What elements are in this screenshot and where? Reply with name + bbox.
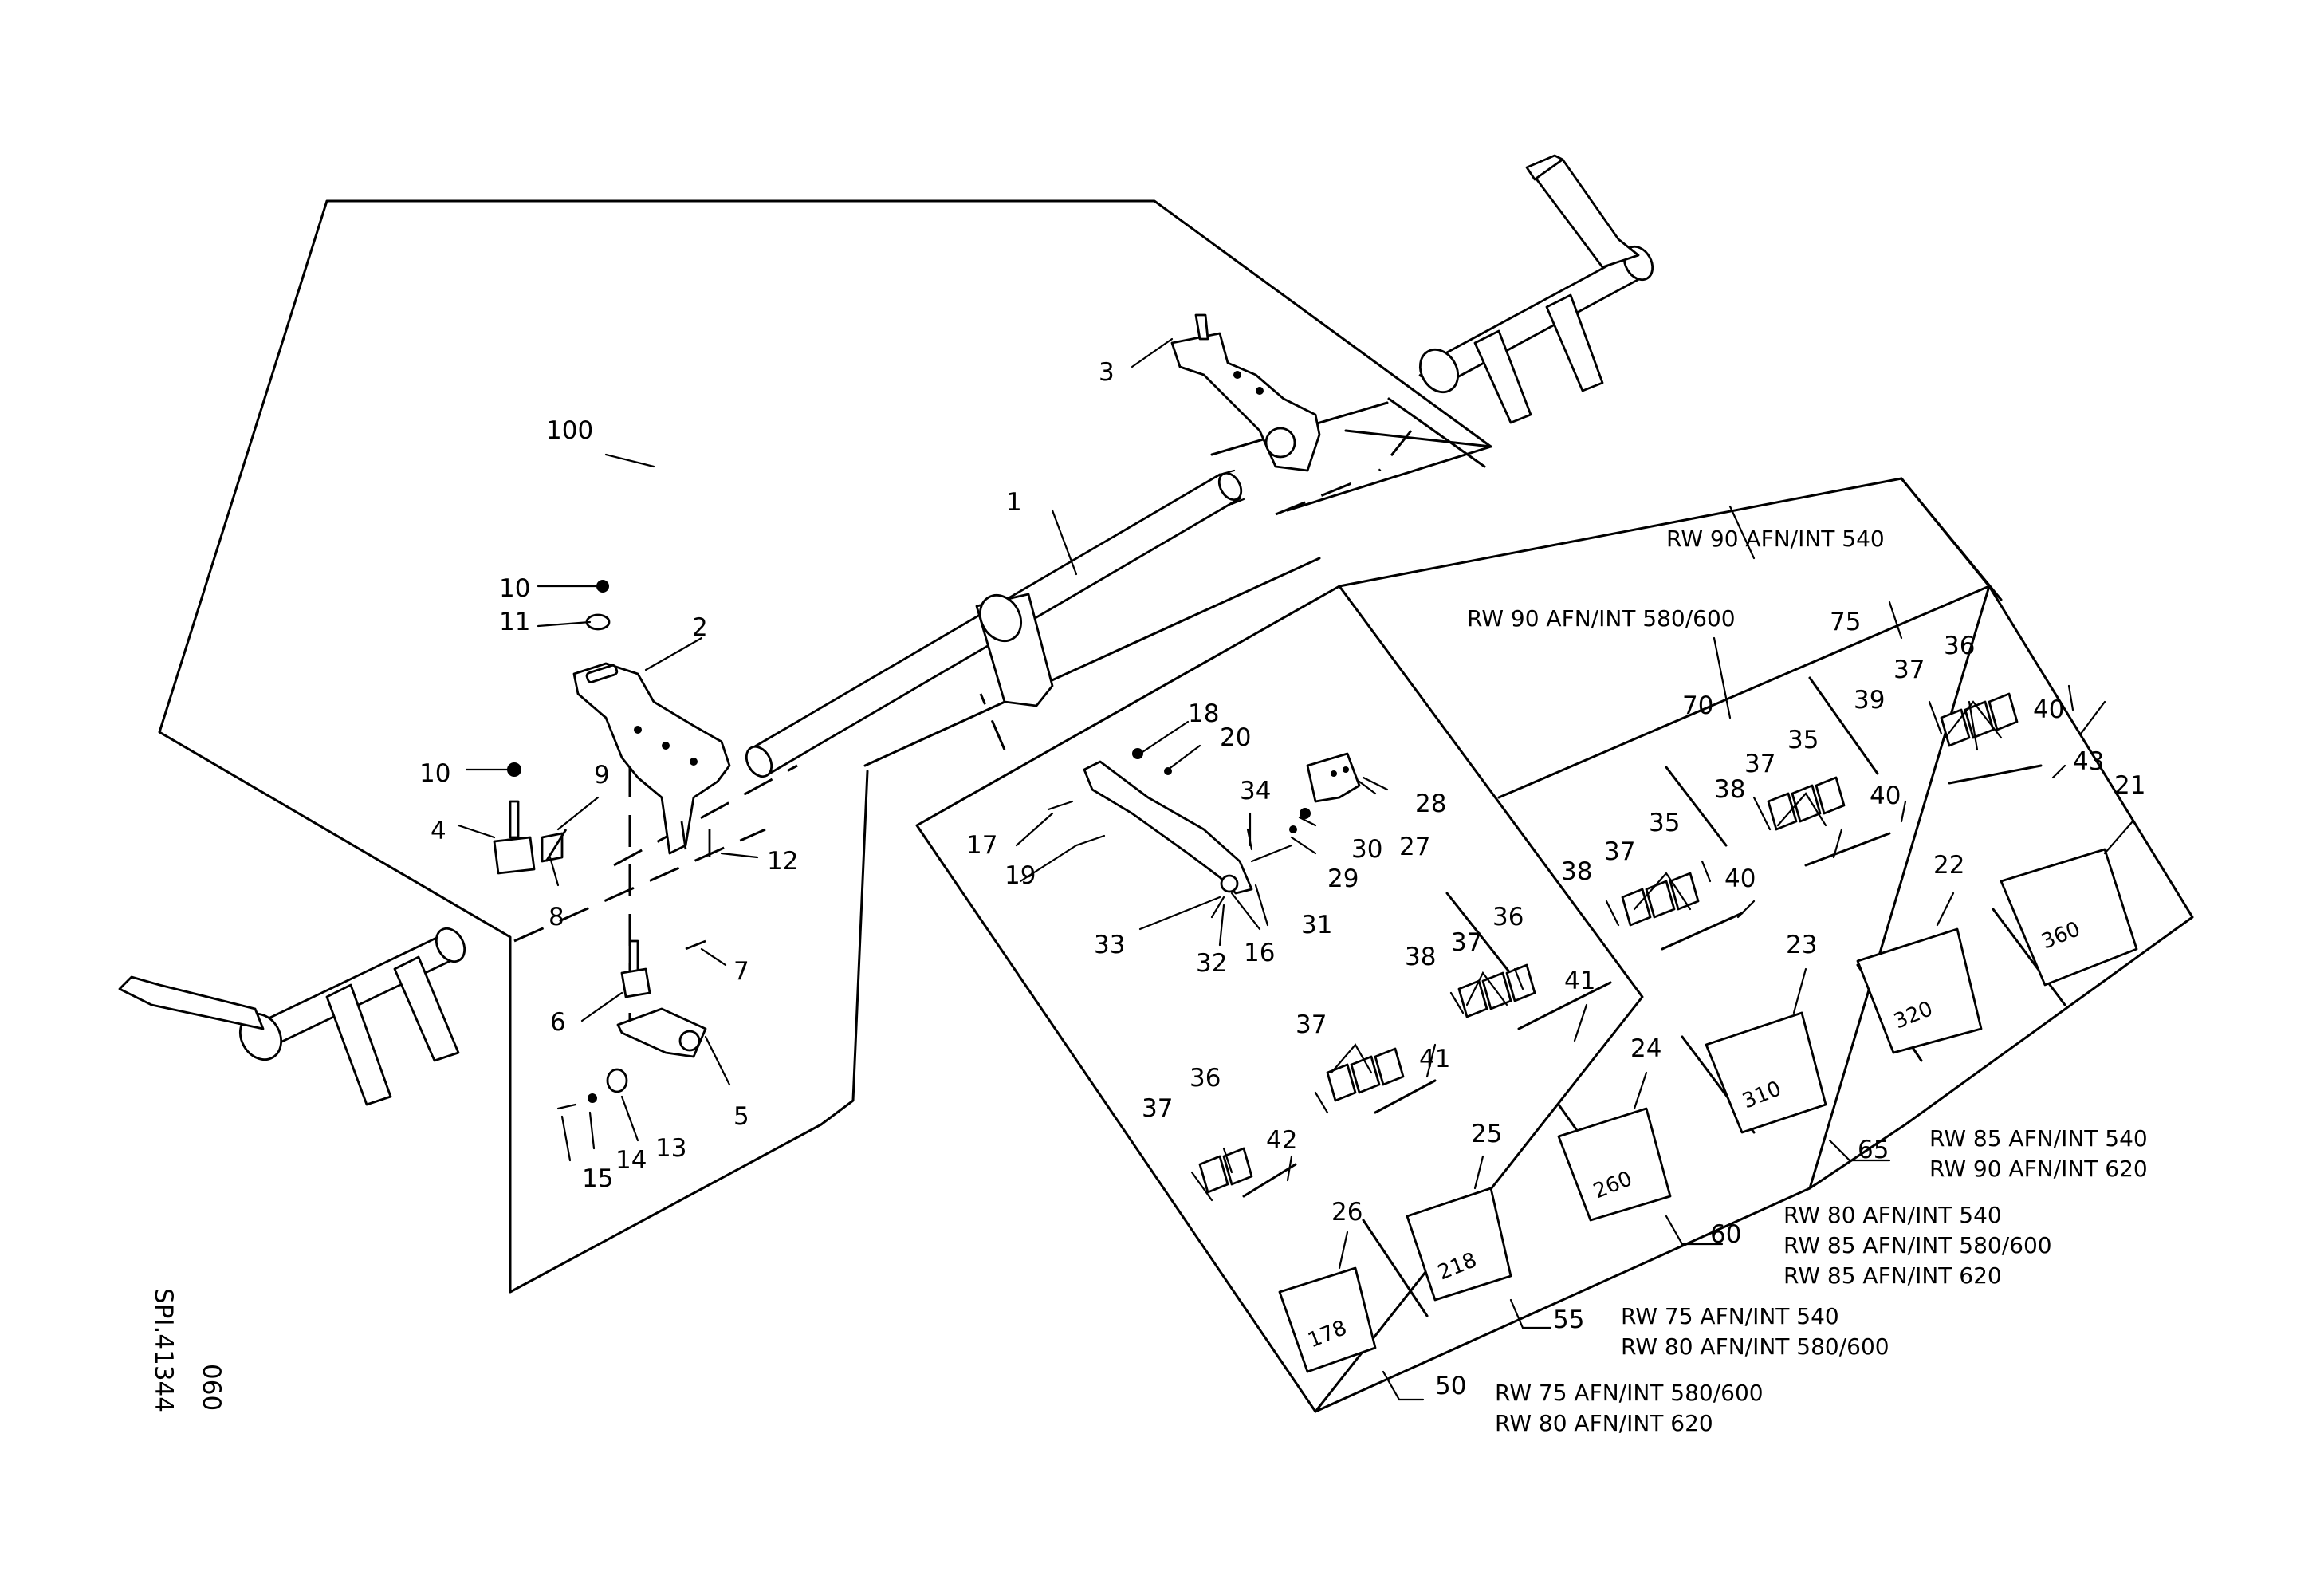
callout-22: 22 xyxy=(1933,851,1964,880)
callout-9: 9 xyxy=(594,761,610,790)
crank-arm-left xyxy=(118,927,466,1106)
callout-27: 27 xyxy=(1399,833,1430,861)
callout-60: 60 xyxy=(1710,1220,1741,1249)
callout-10-top: 10 xyxy=(499,574,530,603)
callout-40-b: 40 xyxy=(1870,782,1901,810)
callout-33: 33 xyxy=(1094,931,1125,959)
variant-60-line1: RW 80 AFN/INT 540 xyxy=(1783,1202,2002,1228)
callout-41-a: 41 xyxy=(1564,967,1595,995)
callout-65: 65 xyxy=(1858,1136,1889,1164)
callout-70: 70 xyxy=(1682,691,1713,720)
callout-12: 12 xyxy=(767,847,798,876)
callout-6: 6 xyxy=(550,1008,566,1037)
drawing-reference: SPI.41344 060 xyxy=(149,1288,226,1412)
linkage-16 xyxy=(1047,748,1361,919)
variant-55-line1: RW 75 AFN/INT 540 xyxy=(1621,1303,1839,1329)
callout-37-d: 37 xyxy=(1451,928,1482,957)
callout-16: 16 xyxy=(1244,939,1275,967)
callout-24: 24 xyxy=(1630,1034,1661,1063)
variant-frames xyxy=(915,585,1644,1413)
callout-37-b: 37 xyxy=(1744,750,1775,778)
leader-lines xyxy=(457,337,2134,1401)
callout-20: 20 xyxy=(1220,723,1251,752)
callout-38-c: 38 xyxy=(1405,943,1436,971)
crank-arm-right xyxy=(1418,154,1654,424)
callout-35-a: 35 xyxy=(1787,726,1819,754)
callout-4: 4 xyxy=(431,817,446,845)
callout-26: 26 xyxy=(1331,1198,1363,1227)
callout-39: 39 xyxy=(1854,686,1885,715)
callout-28: 28 xyxy=(1415,790,1446,818)
callout-55: 55 xyxy=(1553,1306,1584,1334)
callout-17: 17 xyxy=(966,831,997,860)
callout-38-a: 38 xyxy=(1714,775,1745,804)
variant-50-line1: RW 75 AFN/INT 580/600 xyxy=(1495,1380,1764,1406)
callout-29: 29 xyxy=(1327,864,1359,893)
callout-37-a: 37 xyxy=(1893,656,1925,684)
variant-65-line2: RW 90 AFN/INT 620 xyxy=(1929,1156,2148,1182)
callout-7: 7 xyxy=(733,957,749,986)
callout-75: 75 xyxy=(1830,608,1861,636)
callout-19: 19 xyxy=(1005,861,1036,890)
variant-captions: RW 90 AFN/INT 540 RW 90 AFN/INT 580/600 … xyxy=(1467,526,2148,1436)
callout-31: 31 xyxy=(1301,911,1332,939)
bracket-3 xyxy=(1170,313,1321,472)
variant-60-line3: RW 85 AFN/INT 620 xyxy=(1783,1262,2002,1289)
callout-21: 21 xyxy=(2114,771,2145,800)
callout-13: 13 xyxy=(655,1134,686,1163)
blades xyxy=(1278,848,2138,1373)
variant-60-line2: RW 85 AFN/INT 580/600 xyxy=(1783,1232,2052,1258)
bracket-2 xyxy=(572,662,731,855)
variant-65-line1: RW 85 AFN/INT 540 xyxy=(1929,1125,2148,1152)
callout-43: 43 xyxy=(2073,747,2104,776)
callout-25: 25 xyxy=(1471,1120,1502,1148)
callout-11: 11 xyxy=(499,608,530,636)
callout-38-b: 38 xyxy=(1561,857,1592,886)
drawing-sheet-number: 060 xyxy=(197,1364,226,1411)
callout-36-c: 36 xyxy=(1190,1064,1221,1093)
callout-2: 2 xyxy=(692,613,708,642)
main-shaft xyxy=(745,469,1245,778)
callout-15: 15 xyxy=(582,1164,613,1193)
callout-18: 18 xyxy=(1188,699,1219,728)
callout-40-c: 40 xyxy=(1724,864,1756,893)
callout-3: 3 xyxy=(1099,358,1115,387)
callout-23: 23 xyxy=(1786,931,1817,959)
callout-14: 14 xyxy=(615,1146,647,1175)
callout-42: 42 xyxy=(1266,1126,1297,1155)
callout-1: 1 xyxy=(1006,488,1022,517)
callout-100: 100 xyxy=(546,416,593,445)
callout-37-e: 37 xyxy=(1296,1010,1327,1039)
variant-75: RW 90 AFN/INT 540 xyxy=(1666,526,1885,552)
drawing-ref-code: SPI.41344 xyxy=(149,1288,178,1412)
callout-37-c: 37 xyxy=(1604,837,1635,866)
callout-labels: 1 2 3 4 5 6 7 8 9 10 11 10 12 13 14 15 1… xyxy=(419,358,2145,1400)
variant-70: RW 90 AFN/INT 580/600 xyxy=(1467,605,1736,632)
variant-55-line2: RW 80 AFN/INT 580/600 xyxy=(1621,1333,1889,1360)
variant-50-line2: RW 80 AFN/INT 620 xyxy=(1495,1410,1713,1436)
callout-36-a: 36 xyxy=(1944,632,1975,660)
callout-34: 34 xyxy=(1240,777,1271,805)
callout-32: 32 xyxy=(1196,949,1227,978)
callout-41-b: 41 xyxy=(1419,1045,1450,1073)
tine-rods xyxy=(1242,764,2043,1198)
callout-40-a: 40 xyxy=(2033,695,2064,724)
callout-30: 30 xyxy=(1351,835,1382,864)
callout-8: 8 xyxy=(549,903,564,931)
callout-5: 5 xyxy=(733,1102,749,1131)
callout-35-b: 35 xyxy=(1649,809,1680,837)
callout-50: 50 xyxy=(1435,1372,1466,1400)
callout-37-f: 37 xyxy=(1142,1094,1173,1123)
callout-36-b: 36 xyxy=(1492,903,1524,931)
callout-10-mid: 10 xyxy=(419,759,450,788)
